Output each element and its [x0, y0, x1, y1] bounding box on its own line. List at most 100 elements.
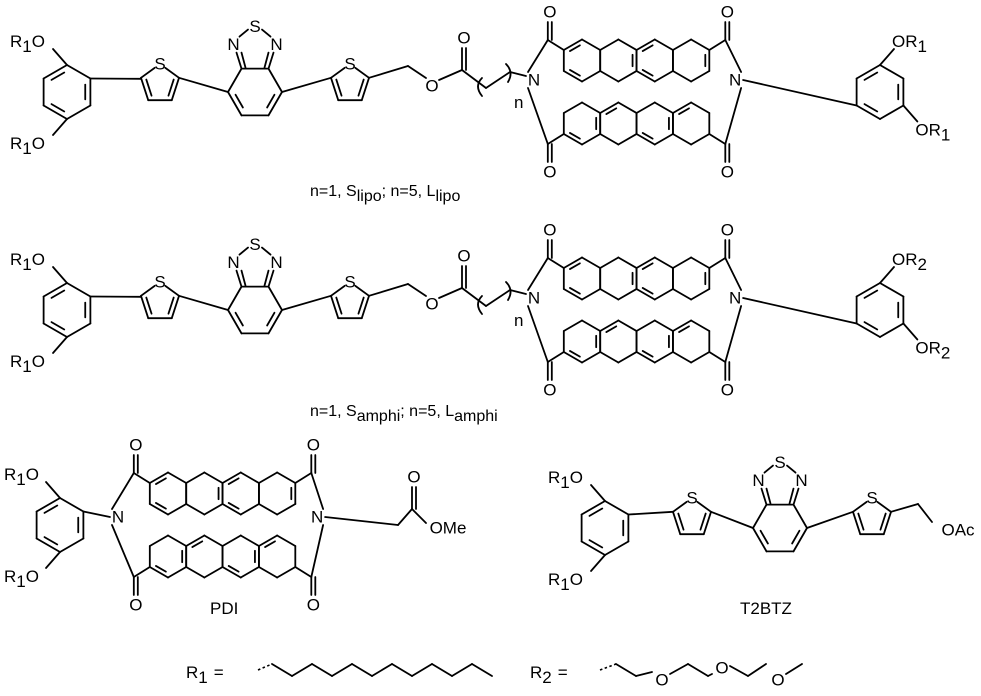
mol2-aryl-right-ring: [855, 282, 881, 298]
mol1-aryl-left-ring: [42, 104, 68, 120]
t2btz-ref-aryl-o-bond: [590, 554, 606, 572]
pdi-ref-imide-left-imide-bond: [111, 524, 135, 578]
mol2-pdi-ring-top: [562, 288, 583, 301]
t2btz-ref-aryl-ring: [604, 500, 630, 516]
t2btz-ref-btz-cn: [760, 487, 768, 506]
mol2-thio1-thiophene-bond: [140, 284, 156, 297]
r2-chain-bond: [669, 663, 689, 675]
mol2-btz-thio-bond: [281, 294, 332, 311]
mol2-pdi-ring-bottom: [562, 319, 583, 332]
mol1-aryl-right-ring-double: [863, 71, 879, 81]
mol2-pdi-ring-top: [635, 256, 656, 269]
t2btz-ref-aryl-o-bond: [590, 484, 606, 502]
mol1-imide-right-imide-bond: [724, 87, 743, 145]
pdi-ref-pdi-ring-bottom: [258, 534, 279, 547]
mol1-ester-o: O: [425, 77, 438, 96]
mol2-bracket-left: [477, 295, 483, 315]
pdi-ref-pdi-ring-bottom-double: [155, 565, 167, 573]
mol2-aryl-left-ring: [66, 282, 92, 298]
pdi-ref-pdi-ring-top: [258, 471, 279, 484]
mol1-pdi-ring-top-double: [569, 44, 581, 52]
mol2-pdi-ring-bottom: [581, 351, 602, 364]
r1-chain-bond: [451, 663, 473, 677]
mol1-pdi-ring-bottom: [672, 101, 693, 114]
mol2-pdi-ring-bottom-double: [605, 325, 618, 333]
r2-chain-bond: [687, 663, 709, 677]
mol2-r1o-bottom: R1O: [10, 352, 45, 376]
t2btz-ref-thio2-thiophene-s: S: [866, 489, 877, 508]
mol1-thio2-thiophene-bond: [360, 76, 370, 102]
mol1-pdi-ring-bottom-double: [678, 107, 690, 115]
mol2-btz-ring: [227, 309, 243, 335]
mol2-ch2-o-bond: [407, 283, 427, 297]
mol1-thio1-thiophene-bond: [164, 66, 180, 79]
pdi-ref-imide-left-imide-bond: [132, 472, 151, 484]
mol2-ester-carbonyl-o: O: [457, 247, 470, 266]
mol1-pdi-ring-top: [690, 70, 711, 83]
pdi-ref-aryl-ring: [35, 537, 61, 553]
mol1-pdi-ring-bottom: [672, 133, 693, 146]
pdi-ref-pdi-ring-top: [185, 503, 206, 516]
mol2-thio2-thiophene-bond: [354, 284, 370, 297]
t2btz-ref-thio2-thiophene-bond: [882, 510, 892, 536]
mol2-btz-n2: N: [270, 253, 282, 272]
t2btz-ref-thio1-thiophene-bond: [672, 510, 682, 536]
r2-attachment-bond: [599, 663, 617, 671]
mol2-pdi-ring-top: [562, 256, 583, 269]
pdi-ref-pdi-ring-top: [239, 503, 260, 516]
mol2-thio2-thiophene-double: [357, 296, 365, 315]
mol2-thio2-thiophene-s: S: [344, 273, 355, 292]
mol2-pdi-ring-top: [581, 288, 602, 301]
pdi-ref-pdi-ring-top: [167, 503, 188, 516]
mol1-imide-left-imide-bond: [527, 87, 549, 145]
mol1-pdi-ring-top: [562, 38, 583, 51]
t2btz-ref-btz-thio-bond: [806, 510, 854, 529]
mol1-btz-ns: [238, 28, 249, 38]
mol1-pdi-ring-bottom-double: [569, 132, 581, 140]
mol2-pdi-ring-bottom: [617, 319, 638, 332]
mol2-aryl-right-ring-double: [863, 321, 879, 331]
mol2-btz-n1: N: [227, 253, 239, 272]
mol1-btz-cn-double: [263, 51, 270, 69]
mol1-pdi-ring-bottom-double: [605, 107, 618, 115]
mol1-thio1-thiophene-s: S: [154, 55, 165, 74]
pdi-ref-imide-left-carbonyl-o-top: O: [129, 436, 142, 455]
t2btz-ref-aryl-ring: [580, 500, 606, 516]
t2btz-ref-btz-ring-double: [759, 529, 769, 545]
r2-chain-bond: [785, 663, 803, 675]
pdi-ref-aryl-ring-double: [43, 536, 59, 546]
pdi-ref-imide-left-imide-bond: [132, 566, 151, 578]
mol1-pdi-ring-top: [672, 38, 693, 51]
r1-chain-bond: [331, 663, 353, 677]
mol2-imide-left-imide-bond: [527, 257, 549, 291]
mol1-pdi-ring-bottom: [690, 101, 711, 114]
mol1-imide-left-imide-bond: [546, 133, 565, 145]
mol2-pdi-ring-top-double: [641, 262, 654, 270]
r1-chain-bond: [411, 663, 433, 677]
mol1-chain-n-bond: [509, 71, 527, 77]
mol2-pdi-ring-top-double: [569, 262, 581, 270]
pdi-ref-pdi-ring-top: [276, 503, 297, 516]
pdi-ref-pdi-ring-top: [203, 503, 224, 516]
pdi-ref-pdi-ring-top: [221, 471, 242, 484]
pdi-ref-pdi-ring-top: [221, 503, 242, 516]
mol1-pdi-ring-top: [635, 38, 656, 51]
pdi-ref-imide-right-imide-bond: [310, 524, 325, 578]
mol1-pdi-ring-top-double: [641, 69, 654, 77]
mol1-btz-cn-double: [240, 51, 247, 69]
t2btz-ref-btz-ring: [792, 527, 808, 553]
pdi-ref-imide-left-imide-bond: [111, 472, 135, 510]
molecule-2-caption: n=1, Samphi; n=5, Lamphi: [310, 403, 498, 425]
mol1-imide-left-imide-n: N: [528, 71, 540, 90]
mol1-thio2-thiophene-double: [335, 78, 343, 97]
mol2-pdi-ring-bottom: [635, 351, 656, 364]
mol2-thio1-thiophene-bond: [140, 294, 150, 320]
mol2-pdi-ring-bottom: [599, 351, 620, 364]
mol2-pdi-ring-top: [617, 256, 638, 269]
mol2-pdi-ring-top: [653, 256, 674, 269]
pdi-ref-imide-right-imide-n: N: [311, 508, 323, 527]
pdi-ref-n-ch2-bond: [324, 516, 399, 526]
pdi-ref-pdi-ring-bottom: [167, 534, 188, 547]
pdi-ref-aryl-o-bond: [45, 481, 61, 499]
